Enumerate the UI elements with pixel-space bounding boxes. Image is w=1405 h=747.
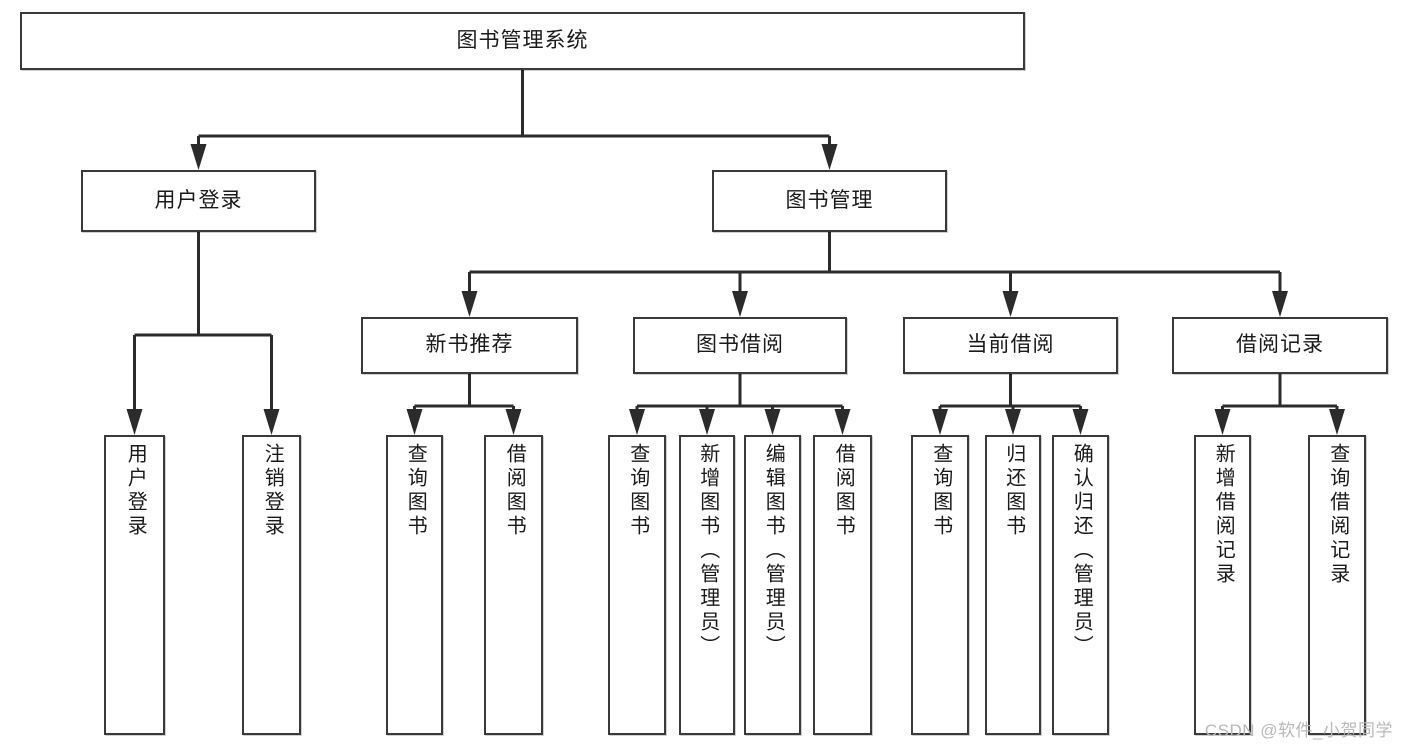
node-label: 归还图书: [1002, 443, 1025, 539]
node-l-borrow2[interactable]: 借阅图书: [813, 435, 872, 735]
node-label: 用户登录: [124, 443, 147, 539]
node-label: 图书管理: [785, 188, 874, 212]
node-label: 新增借阅记录: [1212, 443, 1235, 587]
node-current[interactable]: 当前借阅: [903, 317, 1118, 374]
node-label: 查询图书: [929, 443, 952, 539]
node-record[interactable]: 借阅记录: [1172, 317, 1388, 374]
node-label: 查询借阅记录: [1326, 443, 1349, 587]
node-l-return[interactable]: 归还图书: [985, 435, 1041, 735]
node-l-addrec[interactable]: 新增借阅记录: [1194, 435, 1251, 735]
node-label: 注销登录: [261, 443, 284, 539]
node-label: 图书管理系统: [456, 28, 589, 52]
node-label: 借阅记录: [1236, 333, 1324, 357]
node-borrow[interactable]: 图书借阅: [633, 317, 847, 374]
node-label: 借阅图书: [832, 443, 855, 539]
node-label: 查询图书: [626, 443, 649, 539]
node-root[interactable]: 图书管理系统: [20, 12, 1025, 70]
node-label: 用户登录: [154, 188, 243, 212]
node-bookmgmt[interactable]: 图书管理: [712, 170, 947, 232]
node-label: 查询图书: [404, 443, 427, 539]
node-login[interactable]: 用户登录: [81, 170, 316, 232]
node-l-add[interactable]: 新增图书（管理员）: [679, 435, 735, 735]
node-newbook[interactable]: 新书推荐: [361, 317, 578, 374]
node-l-logout[interactable]: 注销登录: [242, 435, 301, 735]
node-l-query2[interactable]: 查询图书: [608, 435, 666, 735]
node-label: 确认归还（管理员）: [1070, 443, 1093, 659]
node-label: 图书借阅: [696, 333, 784, 357]
node-l-login[interactable]: 用户登录: [104, 435, 165, 735]
node-label: 新书推荐: [425, 333, 514, 357]
node-l-query3[interactable]: 查询图书: [911, 435, 969, 735]
node-label: 当前借阅: [966, 333, 1055, 357]
node-label: 编辑图书（管理员）: [762, 443, 785, 659]
node-label: 新增图书（管理员）: [696, 443, 719, 659]
node-label: 借阅图书: [503, 443, 526, 539]
node-l-edit[interactable]: 编辑图书（管理员）: [744, 435, 801, 735]
node-l-queryrec[interactable]: 查询借阅记录: [1308, 435, 1366, 735]
node-l-borrow1[interactable]: 借阅图书: [484, 435, 543, 735]
node-l-query1[interactable]: 查询图书: [386, 435, 443, 735]
node-l-confirm[interactable]: 确认归还（管理员）: [1052, 435, 1109, 735]
